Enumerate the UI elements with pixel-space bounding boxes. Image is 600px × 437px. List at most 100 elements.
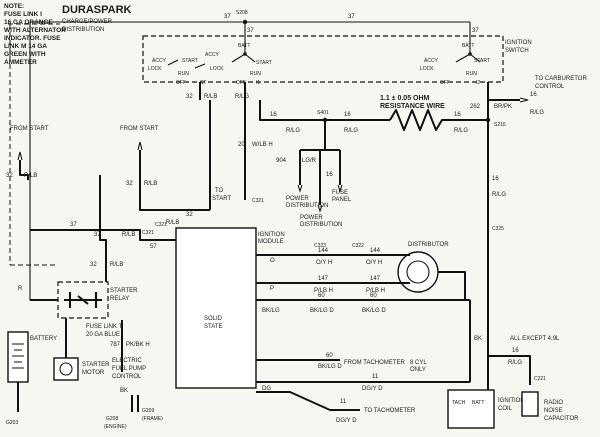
- wire-label-60: 60: [370, 293, 377, 299]
- switch-acc-position: ACCY: [205, 52, 220, 58]
- connector-c325: C325: [492, 226, 504, 232]
- power-distribution-label: POWER: [286, 196, 309, 202]
- splice-s208-dot: [242, 19, 248, 25]
- note-line-1: NOTE:: [4, 3, 24, 10]
- radio-capacitor-label: CAPACITOR: [544, 416, 579, 422]
- from-tachometer-label: FROM TACHOMETER: [344, 360, 405, 366]
- wire-label-16: 16: [454, 112, 461, 118]
- ignition-switch-outline: [142, 35, 504, 83]
- switch-batt-terminal: BATT: [462, 43, 474, 49]
- fuse-link-gauge-label: 20 GA BLUE: [86, 332, 120, 338]
- switch-acc-position: ACCY: [152, 58, 167, 64]
- wire-label-r-lg: R/LG: [286, 128, 300, 134]
- wire-label-37: 37: [224, 14, 231, 20]
- wire-label-bk-lg-d: BK/LG D: [318, 364, 342, 370]
- wire-label-16: 16: [492, 176, 499, 182]
- wire-label-r-lg: R/LG: [344, 128, 358, 134]
- wire-label-787: 787: [110, 342, 121, 348]
- ground-engine-label: (ENGINE): [104, 424, 127, 430]
- ignition-module-label: IGNITION: [258, 232, 285, 238]
- switch-start-position: START: [256, 60, 272, 66]
- wire-label-bk-lg-d: BK/LG D: [362, 308, 386, 314]
- radio-noise-capacitor: [521, 391, 539, 417]
- switch-off-position: OFF: [440, 80, 450, 86]
- wire-label-r-lg: R/LG: [508, 360, 522, 366]
- wire-label-r-lb: R/LB: [144, 181, 157, 187]
- wire-label-r-lb: R/LB: [122, 232, 135, 238]
- switch-off-position: OFF: [236, 80, 246, 86]
- battery-label: BATTERY: [30, 336, 57, 342]
- wire-bk-grounds: [131, 395, 139, 412]
- power-distribution-label: POWER: [300, 215, 323, 221]
- distributor-body: [397, 251, 439, 293]
- ignition-switch-label: SWITCH: [505, 48, 529, 54]
- fuse-panel-label: PANEL: [332, 197, 352, 203]
- connector-c323: C323: [314, 243, 326, 249]
- switch-run-position: RUN: [466, 71, 477, 77]
- wire-label-r-lb: R/LB: [204, 94, 217, 100]
- note-line-8: AMMETER: [4, 59, 37, 66]
- starter-relay: STARTER RELAY: [57, 281, 138, 319]
- fuse-panel-label: FUSE: [332, 190, 348, 196]
- switch-i2-terminal: I2: [476, 80, 480, 86]
- wire-label-p: P: [270, 286, 274, 292]
- battery-cells: [12, 343, 24, 369]
- starter-relay-label: RELAY: [110, 296, 129, 302]
- ignition-module: [175, 227, 257, 389]
- ignition-coil-body: [447, 389, 495, 429]
- all-except-label: ALL EXCEPT 4.9L: [510, 336, 560, 342]
- ground-g209: G209: [142, 408, 154, 414]
- diagram-title: DURASPARK: [62, 4, 132, 16]
- starter-motor-symbol: [59, 362, 73, 376]
- switch-acc-position: ACCY: [424, 58, 439, 64]
- ignition-coil-label: IGNITION: [498, 398, 525, 404]
- wire-label-16: 16: [270, 112, 277, 118]
- note-block: NOTE: FUSE LINK I 16 GA ORANGE WITH ALTE…: [4, 3, 66, 66]
- wire-label-o: O: [270, 258, 275, 264]
- ground-frame-label: (FRAME): [142, 416, 163, 422]
- wire-32-from-start-left: [19, 160, 29, 180]
- wire-label-32: 32: [90, 262, 97, 268]
- fuel-pump-label: ELECTRIC: [112, 358, 142, 364]
- wire-label-r-lb: R/LB: [166, 220, 179, 226]
- connector-s401: S401: [317, 110, 329, 116]
- wire-label-o-y-h: O/Y H: [366, 260, 382, 266]
- starter-relay-internals: [64, 292, 102, 308]
- ignition-switch-label: IGNITION: [505, 40, 532, 46]
- ignition-switch: IGNITION SWITCH BATT ACCY LOCK START RUN…: [142, 35, 532, 86]
- resistance-value-label: 1.1 ± 0.05 OHM: [380, 95, 430, 102]
- wire-label-r-lg: R/LG: [235, 94, 249, 100]
- connector-c322: C322: [352, 243, 364, 249]
- fuse-link-t-label: FUSE LINK T: [86, 324, 123, 330]
- fuse-link-boundary: [8, 23, 60, 266]
- wire-label-r-lg: R/LG: [530, 110, 544, 116]
- wire-label-bk: BK: [474, 336, 482, 342]
- wire-label-16: 16: [344, 112, 351, 118]
- switch-start-position: START: [474, 58, 490, 64]
- switch-st-terminal: ST: [200, 80, 206, 86]
- wire-label-32: 32: [186, 94, 193, 100]
- switch-lock-position: LOCK: [420, 66, 434, 72]
- wire-32-from-start-center: [139, 150, 210, 211]
- wire-label-pk-bk-h: PK/BK H: [126, 342, 150, 348]
- wire-label-bk-lg: BK/LG: [262, 308, 280, 314]
- wire-37-switch-feeds: [244, 22, 471, 40]
- wire-label-32: 32: [6, 173, 13, 179]
- starter-motor-label: MOTOR: [82, 370, 105, 376]
- wire-label-11: 11: [372, 374, 379, 380]
- wire-label-p-lb-h: P/LB H: [366, 288, 385, 294]
- wire-37-to-module: [30, 229, 176, 241]
- eight-cyl-label: ONLY: [410, 367, 426, 373]
- to-carburetor-label: CONTROL: [535, 84, 565, 90]
- wire-label-br-pk: BR/PK: [494, 104, 512, 110]
- resistance-wire: [389, 109, 488, 131]
- wire-11-to-tach: [256, 391, 360, 411]
- wire-904-power-dist: [299, 120, 341, 205]
- ground-g208: G208: [106, 416, 118, 422]
- wire-label-o-y-h: O/Y H: [316, 260, 332, 266]
- switch-start-position: START: [182, 58, 198, 64]
- connector-s208: S208: [236, 10, 248, 16]
- wire-label-r-lb: R/LB: [110, 262, 123, 268]
- wire-label-16: 16: [512, 348, 519, 354]
- radio-capacitor-label: NOISE: [544, 408, 563, 414]
